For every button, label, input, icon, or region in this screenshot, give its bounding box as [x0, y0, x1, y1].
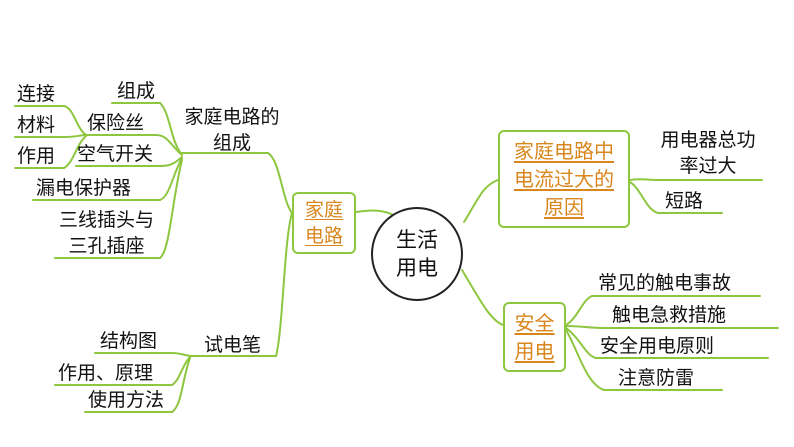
- center-label: 生活用电: [396, 228, 438, 280]
- current-cause-node: 家庭电路中电流过大的原因: [498, 130, 630, 228]
- item-overload: 用电器总功率过大: [660, 129, 756, 177]
- link-overload: [629, 178, 659, 181]
- link-household-tester: [275, 212, 293, 357]
- item-short: 短路: [665, 190, 704, 212]
- composition-label: 家庭电路的组成: [184, 106, 280, 154]
- link-connect: [63, 105, 87, 136]
- item-lightning: 注意防雷: [618, 367, 695, 389]
- link-plug: [159, 159, 183, 259]
- link-short: [629, 181, 659, 214]
- link-structure: [171, 352, 191, 357]
- item-usage: 使用方法: [88, 389, 165, 411]
- item-leakage: 漏电保护器: [36, 177, 132, 199]
- household-label: 家庭电路: [304, 199, 343, 247]
- item-plug: 三线插头与三孔插座: [58, 209, 154, 257]
- center-node: 生活用电: [371, 207, 463, 301]
- link-center-safety: [461, 269, 504, 326]
- aspect-connect: 连接: [17, 83, 56, 105]
- aspect-function: 作用: [17, 145, 56, 167]
- link-rescue: [565, 325, 605, 329]
- safety-node: 安全用电: [503, 302, 566, 372]
- link-household-composition: [267, 152, 293, 214]
- household-node: 家庭电路: [292, 192, 356, 254]
- item-parts: 组成: [117, 80, 156, 102]
- tester-label: 试电笔: [204, 334, 262, 356]
- item-structure: 结构图: [100, 330, 158, 352]
- link-accidents: [565, 295, 593, 326]
- item-fuse: 保险丝: [87, 112, 145, 134]
- link-principle: [171, 356, 191, 386]
- safety-label: 安全用电: [514, 311, 555, 363]
- link-breaker: [159, 156, 183, 167]
- item-breaker: 空气开关: [77, 143, 154, 165]
- item-accidents: 常见的触电事故: [598, 272, 732, 294]
- link-leakage: [159, 157, 183, 201]
- link-fuse: [155, 134, 183, 156]
- current-cause-label: 家庭电路中电流过大的原因: [514, 139, 614, 219]
- item-principle: 作用、原理: [58, 362, 154, 384]
- link-center-current: [463, 179, 499, 223]
- item-rescue: 触电急救措施: [612, 304, 727, 326]
- link-usage: [171, 357, 191, 413]
- item-principles: 安全用电原则: [600, 335, 715, 357]
- link-function: [63, 135, 87, 169]
- link-principles: [565, 327, 597, 359]
- link-lightning: [565, 329, 605, 391]
- link-parts: [159, 102, 183, 156]
- aspect-material: 材料: [17, 114, 56, 136]
- link-material: [65, 134, 87, 138]
